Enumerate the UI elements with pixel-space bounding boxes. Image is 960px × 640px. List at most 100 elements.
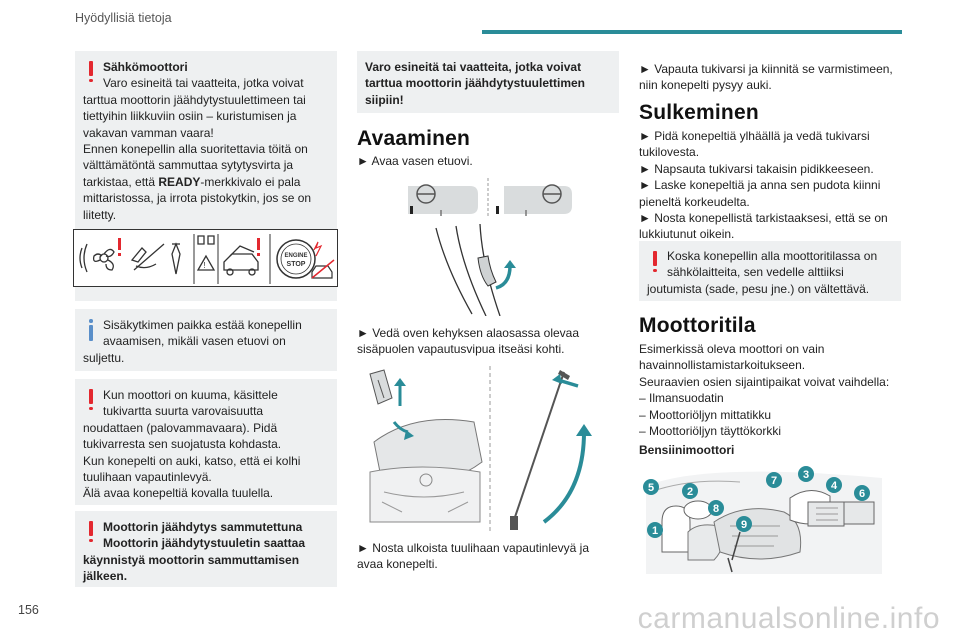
step-text-line: avaa konepelti. <box>357 557 438 572</box>
callout-2: 2 <box>682 483 698 499</box>
step-text-line: ► Vapauta tukivarsi ja kiinnitä se varmi… <box>639 62 893 76</box>
list-item: – Ilmansuodatin <box>639 391 724 406</box>
warning-text-line: jälkeen. <box>83 569 128 584</box>
step-text-line: ► Pidä konepeltiä ylhäällä ja vedä tukiv… <box>639 129 870 143</box>
body-text-line: havainnollistamistarkoitukseen. <box>639 358 806 373</box>
step-pull-lever: ► Vedä oven kehyksen alaosassa olevaa si… <box>357 325 579 358</box>
svg-text:6: 6 <box>859 488 865 500</box>
step-text-line: lukkiutunut oikein. <box>639 227 735 242</box>
step-open-door: ► Avaa vasen etuovi. <box>357 154 473 168</box>
warning-box-cooling-fan: Moottorin jäähdytys sammutettuna Moottor… <box>75 511 337 587</box>
watermark: carmanualsonline.info <box>637 602 940 635</box>
warning-icon <box>87 61 94 83</box>
info-text-line: suljettu. <box>83 350 125 365</box>
text-segment: tarkistaa, että <box>83 174 159 189</box>
warning-text-line: joutumista (sade, pesu jne.) on vältettä… <box>647 281 870 296</box>
info-text-line: Sisäkytkimen paikka estää konepellin <box>103 318 302 332</box>
engine-bay-graphic: 1 2 3 4 5 6 7 8 9 <box>643 466 882 574</box>
illustration-hood-release <box>364 362 608 534</box>
warning-text-line: siipiin! <box>365 92 404 107</box>
section-heading-engine-compartment: Moottoritila <box>639 314 756 337</box>
svg-text:5: 5 <box>648 482 654 494</box>
warning-text-line: välttämätöntä sammuttaa sytytysvirta ja <box>83 158 294 173</box>
warning-text-line: Varo esineitä tai vaatteita, jotka voiva… <box>103 76 304 91</box>
running-header: Hyödyllisiä tietoja <box>75 11 172 25</box>
step-release-prop: ► Vapauta tukivarsi ja kiinnitä se varmi… <box>639 61 893 94</box>
warning-text-line: tarkistaa, että READY-merkkivalo ei pala <box>83 174 333 190</box>
callout-markers: 1 2 3 4 5 6 7 8 9 <box>643 466 870 538</box>
step-text-line: ► Vedä oven kehyksen alaosassa olevaa <box>357 326 580 340</box>
svg-text:7: 7 <box>771 475 777 487</box>
svg-text:4: 4 <box>831 480 838 492</box>
warning-text-line: Kun konepelti on auki, katso, että ei ko… <box>83 453 301 468</box>
warning-text-line: noudattaen (palovammavaara). Pidä <box>83 420 278 435</box>
step-lift-plate: ► Nosta ulkoista tuulihaan vapautinlevyä… <box>357 540 589 573</box>
warning-box-fan-blades: Varo esineitä tai vaatteita, jotka voiva… <box>357 51 619 113</box>
warning-text-line: tuulihaan vapautinlevyä. <box>83 470 212 485</box>
svg-text:2: 2 <box>687 486 693 498</box>
warning-text-line: Kun moottori on kuuma, käsittele <box>103 388 278 402</box>
warning-box-water: Koska konepellin alla moottoritilassa on… <box>639 241 901 301</box>
engine-stop-label-top: ENGINE <box>284 253 307 259</box>
step-text-line: ► Laske konepeltiä ja anna sen pudota ki… <box>639 178 881 193</box>
list-item: – Moottoriöljyn mittatikku <box>639 407 772 422</box>
engine-compartment-text: Esimerkissä oleva moottori on vain havai… <box>639 341 889 439</box>
warning-text-line: tarttua moottorin jäähdytystuulettimeen … <box>83 92 306 107</box>
warning-text-line: Ennen konepellin alla suoritettavia töit… <box>83 142 308 157</box>
warning-text-line: sähkölaitteita, sen vedelle alttiiksi <box>667 265 844 280</box>
step-text-line: ► Nosta konepellistä tarkistaaksesi, ett… <box>639 211 888 226</box>
callout-4: 4 <box>826 477 842 493</box>
step-text-line: tukilovesta. <box>639 145 700 160</box>
warning-text-line: Koska konepellin alla moottoritilassa on <box>667 249 878 263</box>
section-heading-opening: Avaaminen <box>357 127 471 150</box>
step-text-line: pieneltä korkeudelta. <box>639 194 750 209</box>
warning-text-line: tukivartta suurta varovaisuutta <box>103 404 264 419</box>
lever-illustration-graphic <box>408 178 572 317</box>
callout-8: 8 <box>708 500 724 516</box>
warning-icon <box>651 251 658 273</box>
warning-text-line: Älä avaa konepeltiä kovalla tuulella. <box>83 486 274 501</box>
callout-1: 1 <box>647 522 663 538</box>
warning-text-line: tiettyihin liikkuviin osiin – kuristumis… <box>83 109 297 124</box>
warning-text-line: tukivarresta sen suojatusta kohdasta. <box>83 437 282 452</box>
warning-pictogram-strip: ! ENGINE STOP <box>73 229 338 287</box>
warning-text-line: Moottorin jäähdytys sammutettuna <box>103 520 303 534</box>
step-text-line: ► Nosta ulkoista tuulihaan vapautinlevyä… <box>357 541 590 555</box>
ready-word: READY <box>158 174 201 189</box>
warning-box-electric-motor: Sähkömoottori Varo esineitä tai vaatteit… <box>73 51 338 301</box>
callout-7: 7 <box>766 472 782 488</box>
step-text-line: sisäpuolen vapautusvipua itseäsi kohti. <box>357 342 565 357</box>
warning-text-line: mittaristossa, ja irrota pistokytkin, jo… <box>83 191 312 206</box>
warning-icon <box>87 521 94 543</box>
header-accent-bar <box>482 30 902 34</box>
hood-illustration-graphic <box>369 366 592 534</box>
warning-text-line: käynnistyä moottorin sammuttamisen <box>83 552 300 567</box>
callout-9: 9 <box>736 516 752 532</box>
pictogram-graphic: ! ENGINE STOP <box>79 234 335 284</box>
warning-text-line: tarttua moottorin jäähdytystuulettimen <box>365 76 586 91</box>
section-heading-closing: Sulkeminen <box>639 101 759 124</box>
callout-6: 6 <box>854 485 870 501</box>
illustration-interior-release-lever <box>396 176 586 317</box>
body-text-line: Seuraavien osien sijaintipaikat voivat v… <box>639 374 890 389</box>
svg-text:!: ! <box>204 261 206 270</box>
step-text-line: niin konepelti pysyy auki. <box>639 78 772 93</box>
warning-text-line: liitetty. <box>83 207 117 222</box>
closing-steps: ► Pidä konepeltiä ylhäällä ja vedä tukiv… <box>639 128 888 243</box>
warning-box-hot-engine: Kun moottori on kuuma, käsittele tukivar… <box>75 379 337 505</box>
text-segment: -merkkivalo ei pala <box>200 174 301 189</box>
warning-text-line: vakavan vamman vaara! <box>83 125 214 140</box>
warning-title: Sähkömoottori <box>103 60 188 74</box>
callout-3: 3 <box>798 466 814 482</box>
warning-text-line: Varo esineitä tai vaatteita, jotka voiva… <box>365 60 582 74</box>
info-icon <box>87 319 94 341</box>
list-item: – Moottoriöljyn täyttökorkki <box>639 424 782 439</box>
info-box-door-switch: Sisäkytkimen paikka estää konepellin ava… <box>75 309 337 371</box>
svg-text:3: 3 <box>803 469 809 481</box>
step-text-line: ► Napsauta tukivarsi takaisin pidikkeese… <box>639 161 874 176</box>
warning-icon <box>87 389 94 411</box>
body-text-line: Esimerkissä oleva moottori on vain <box>639 342 825 356</box>
svg-text:8: 8 <box>713 503 719 515</box>
engine-stop-label-bottom: STOP <box>287 261 306 268</box>
warning-text-line: Moottorin jäähdytystuuletin saattaa <box>103 536 306 551</box>
